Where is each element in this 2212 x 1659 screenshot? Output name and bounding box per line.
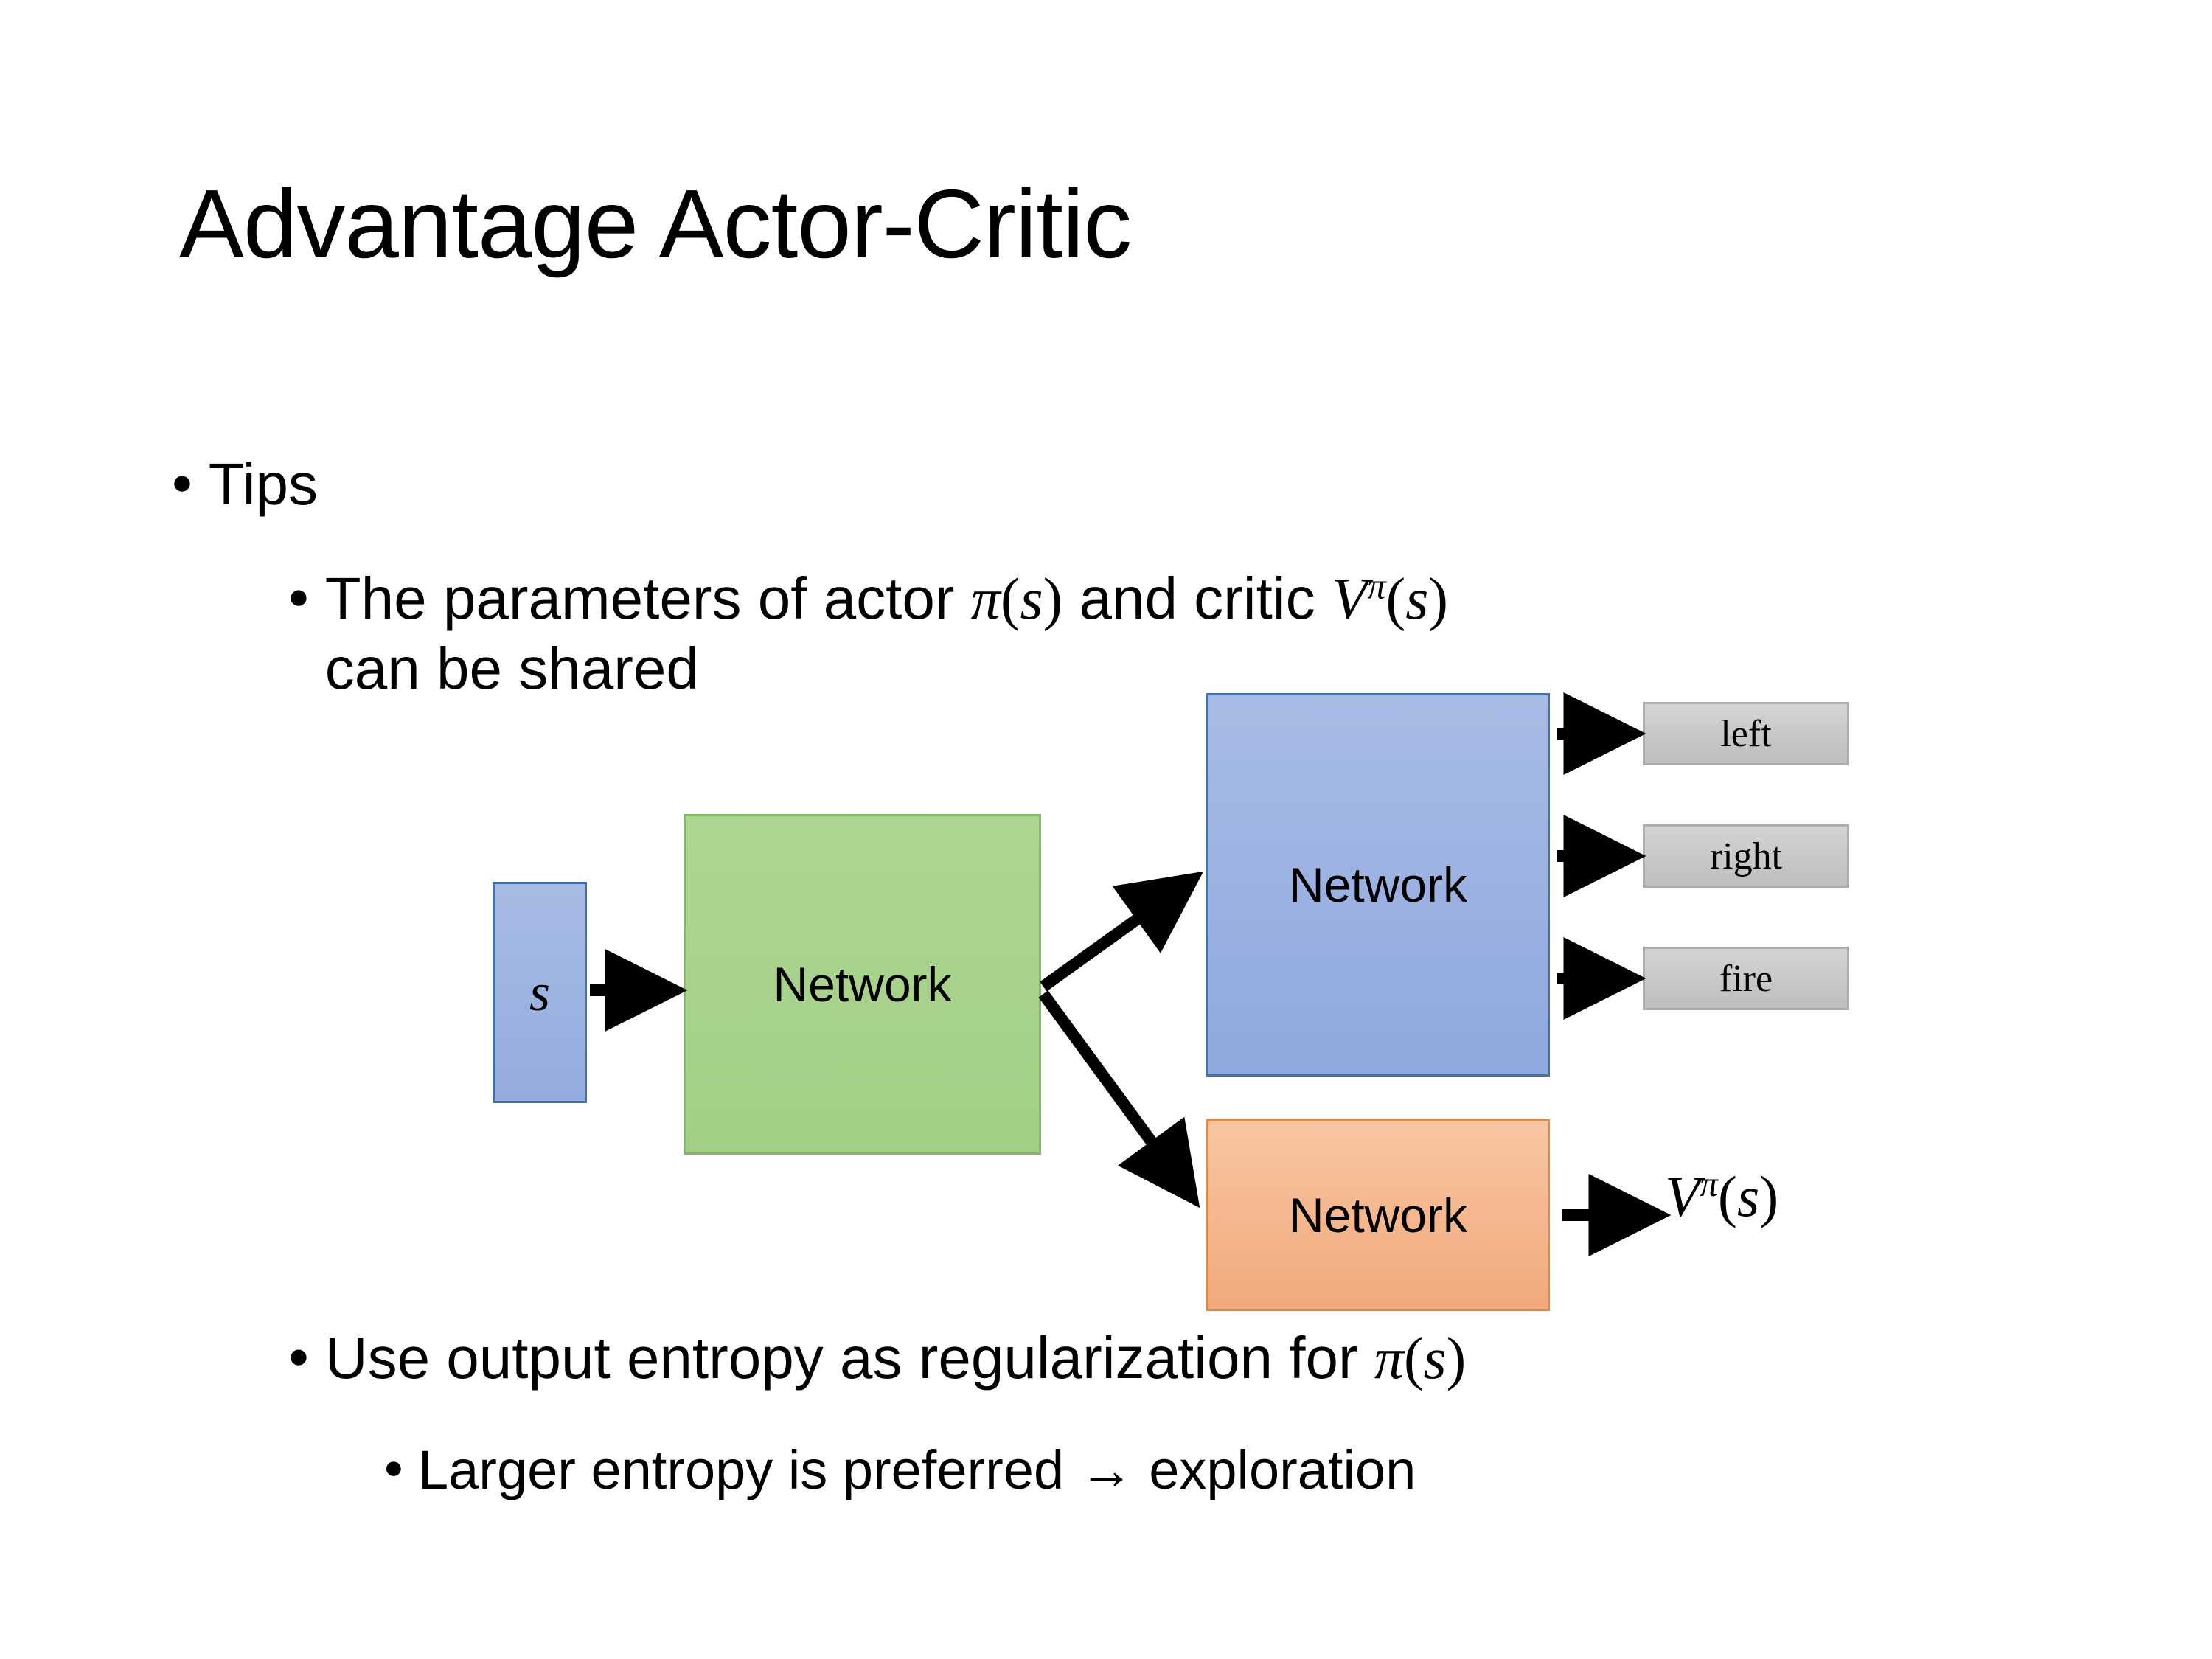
critic-output-superscript: π — [1700, 1165, 1718, 1204]
shared-network-box: Network — [684, 814, 1041, 1155]
bullet-larger-label: Larger entropy is preferred → exploratio… — [417, 1439, 1416, 1500]
critic-output-label: Vπ(s) — [1665, 1164, 1778, 1230]
shared-network-label: Network — [773, 957, 952, 1012]
actor-pi-symbol: π — [970, 567, 1001, 632]
bullet-dot-icon: ● — [171, 460, 193, 502]
bullet-shared-parameters: ● The parameters of actor π(s) and criti… — [288, 564, 1814, 704]
critic-network-label: Network — [1288, 1188, 1468, 1242]
bullet-entropy-text: Use output entropy as regularization for… — [325, 1324, 1910, 1394]
entropy-pi-symbol: π — [1374, 1326, 1404, 1391]
critic-v-symbol: V — [1331, 567, 1368, 632]
actor-network-box: Network — [1206, 693, 1550, 1077]
actor-network-label: Network — [1288, 858, 1468, 912]
bullet-dot-icon: ● — [288, 574, 310, 616]
action-label: fire — [1719, 957, 1773, 1000]
critic-output-argument: (s) — [1717, 1164, 1779, 1228]
critic-v-arg: (s) — [1385, 567, 1448, 632]
bullet-entropy-regularization: ● Use output entropy as regularization f… — [288, 1324, 1910, 1394]
arrow-shared-to-critic — [1038, 990, 1200, 1208]
action-label: left — [1720, 712, 1772, 755]
critic-output-symbol: V — [1665, 1164, 1700, 1228]
arrow-shared-to-actor — [1040, 871, 1204, 992]
bullet-larger-entropy: ● Larger entropy is preferred → explorat… — [383, 1438, 1932, 1502]
state-input-box: s — [493, 882, 587, 1103]
bullet-shared-text: The parameters of actor π(s) and critic … — [325, 564, 1814, 704]
page-title: Advantage Actor-Critic — [179, 170, 1132, 278]
state-label: s — [529, 962, 551, 1022]
action-label: right — [1709, 835, 1783, 877]
entropy-text-pre: Use output entropy as regularization for — [324, 1325, 1374, 1391]
bullet-tips-label: Tips — [208, 451, 318, 517]
shared-text-mid: and critic — [1062, 566, 1332, 631]
critic-network-box: Network — [1206, 1119, 1550, 1311]
entropy-pi-arg: (s) — [1403, 1326, 1467, 1391]
action-box-left: left — [1643, 702, 1849, 765]
shared-text-line2: can be shared — [324, 636, 699, 702]
critic-pi-superscript: π — [1367, 566, 1386, 607]
bullet-dot-icon: ● — [383, 1447, 404, 1486]
actor-pi-arg: (s) — [1000, 567, 1063, 632]
action-box-right: right — [1643, 824, 1849, 888]
shared-text-pre: The parameters of actor — [324, 566, 971, 631]
bullet-dot-icon: ● — [288, 1334, 310, 1376]
action-box-fire: fire — [1643, 947, 1849, 1010]
bullet-tips: ● Tips — [171, 450, 318, 519]
